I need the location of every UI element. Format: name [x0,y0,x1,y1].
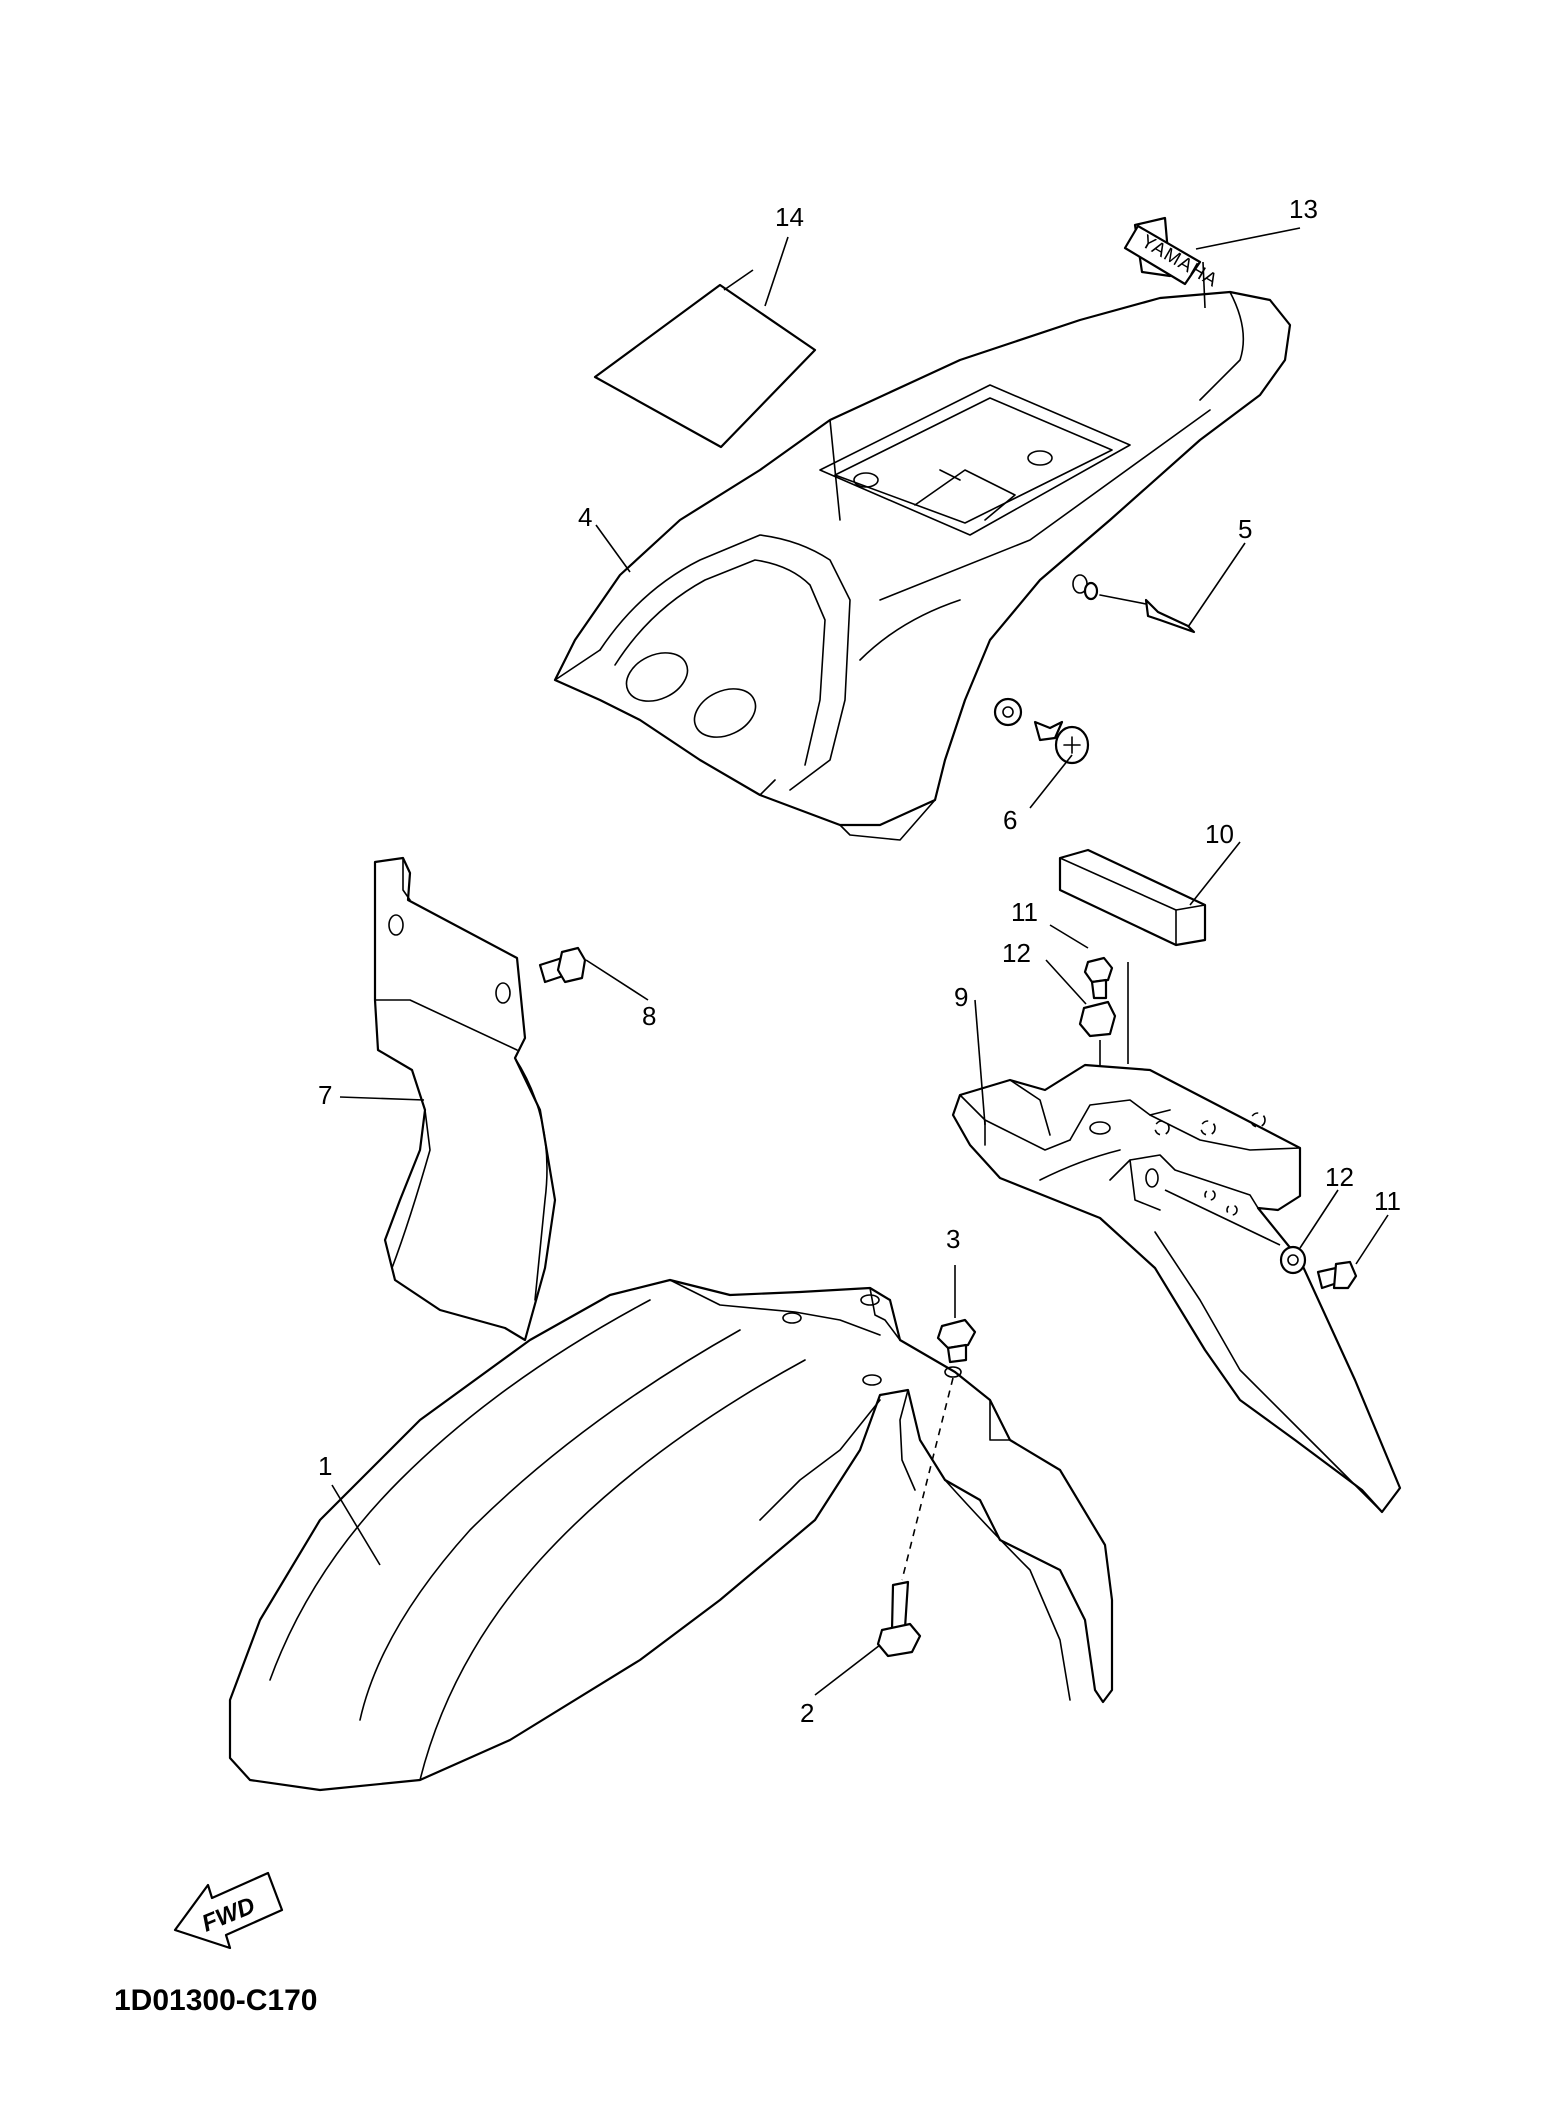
screw-washer-part [993,697,1090,765]
diagram-code: 1D01300-C170 [114,1984,318,2017]
bolt-washer-lower [1279,1245,1358,1290]
callout-11-lower: 11 [1374,1186,1401,1216]
callout-numbers: 14 13 4 5 6 10 11 12 8 9 7 12 11 3 1 2 [318,194,1401,1728]
fender-bracket-part [951,1063,1402,1514]
callout-6: 6 [1003,805,1017,835]
callout-11-upper: 11 [1011,897,1038,927]
bolt-collar-upper [1078,956,1129,1120]
rubber-strip-part [1058,848,1207,947]
label-sheet-part [593,283,817,449]
callout-2: 2 [800,1698,814,1728]
callout-13: 13 [1289,194,1318,224]
seat-cowl-part [553,290,1292,841]
callout-14: 14 [775,202,804,232]
mud-flap-part [373,856,557,1342]
callout-8: 8 [642,1001,656,1031]
yamaha-decal-part: YAMAHA [1123,216,1221,292]
flange-bolt-part-2 [876,1580,922,1658]
callout-9: 9 [954,982,968,1012]
callout-12-lower: 12 [1325,1162,1354,1192]
callout-12-upper: 12 [1002,938,1031,968]
fwd-direction-arrow: FWD [173,1871,284,1950]
bolt-part-8 [538,946,587,984]
collar-part-3 [936,1318,977,1364]
callout-1: 1 [318,1451,332,1481]
callout-4: 4 [578,502,592,532]
rivet-part [1083,581,1196,634]
front-fender-part [228,1278,1114,1792]
callout-10: 10 [1205,819,1234,849]
callout-3: 3 [946,1224,960,1254]
leader-lines [331,227,1389,1696]
callout-7: 7 [318,1080,332,1110]
callout-5: 5 [1238,514,1252,544]
